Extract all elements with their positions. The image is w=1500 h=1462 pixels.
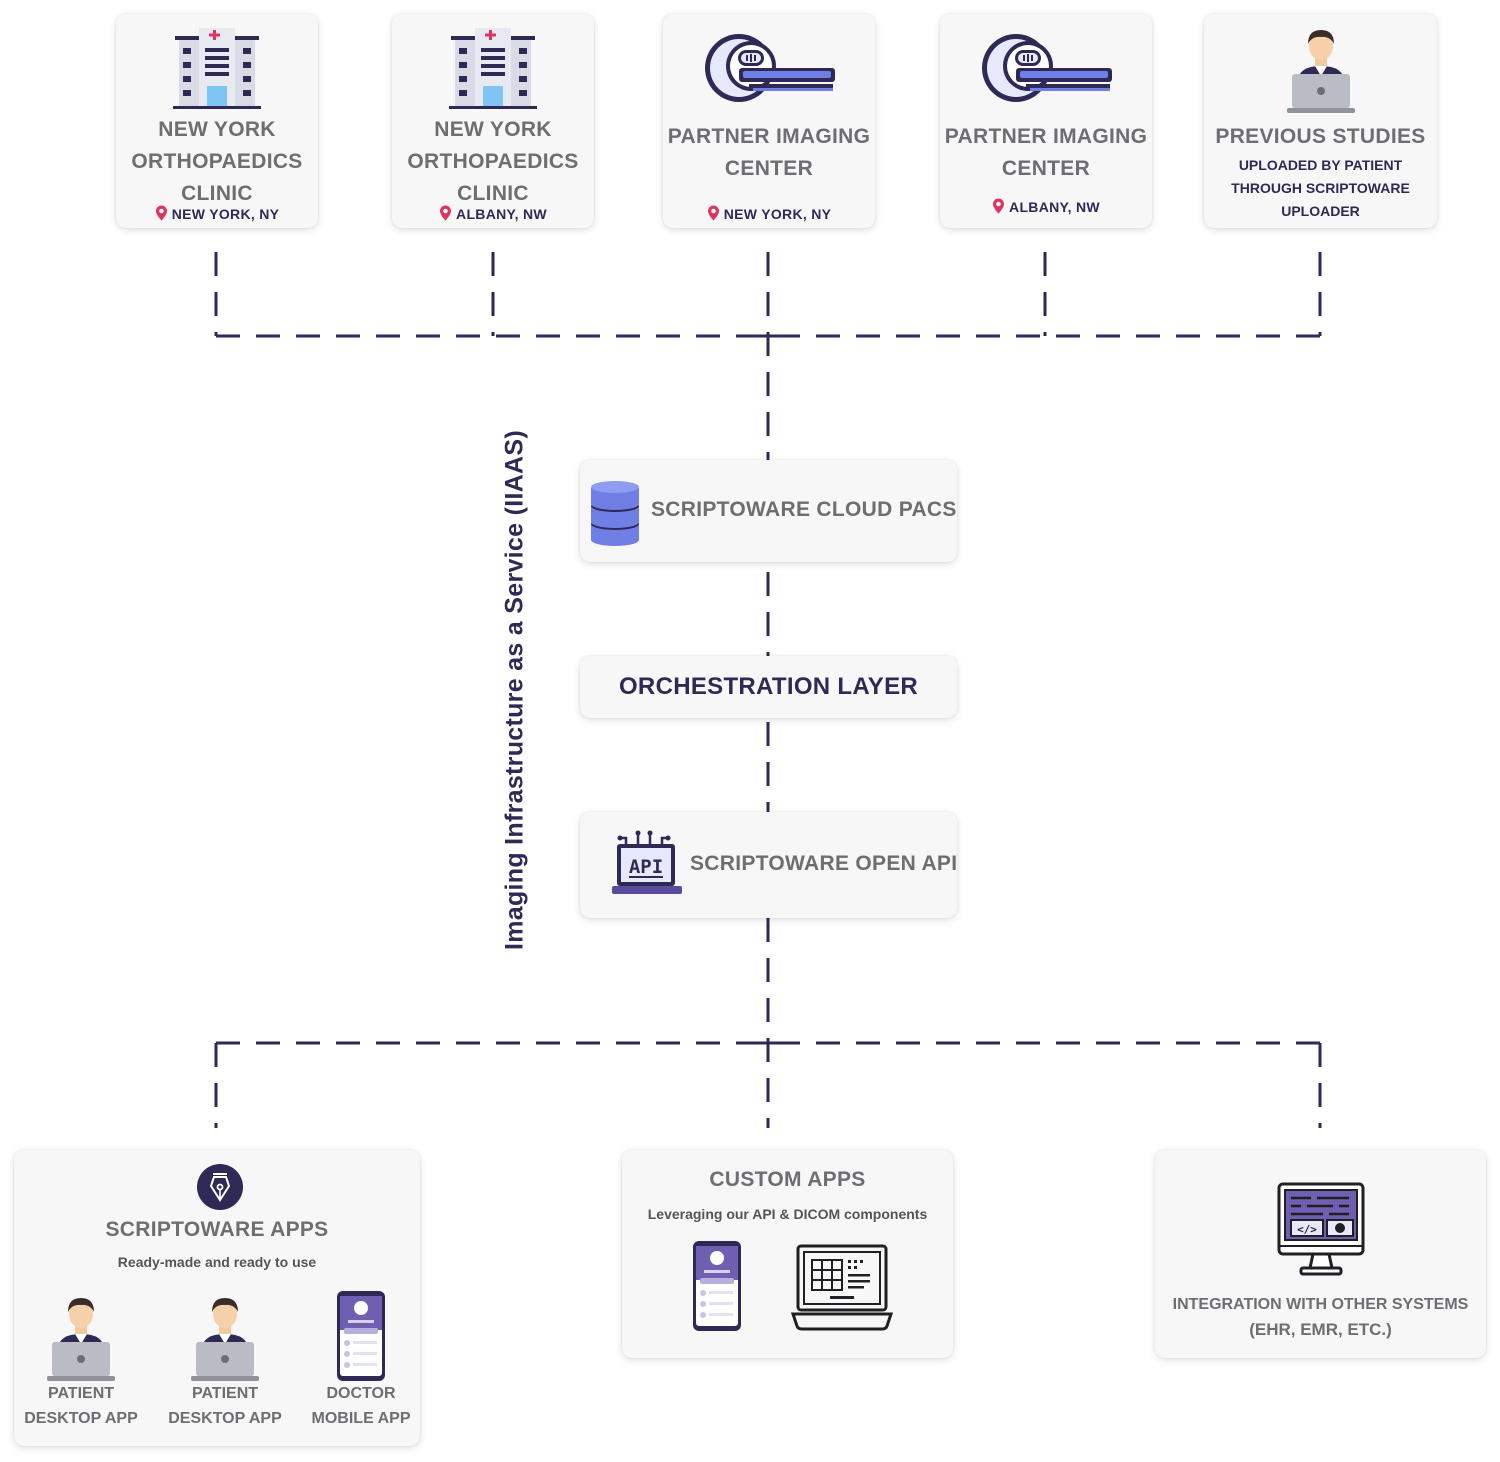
pen-nib-icon bbox=[197, 1164, 243, 1210]
source-title-line: PARTNER IMAGING bbox=[944, 125, 1148, 148]
person-laptop-icon bbox=[191, 1298, 259, 1381]
source-title-line: NEW YORK bbox=[158, 118, 276, 141]
source-location: ALBANY, NW bbox=[1009, 199, 1100, 215]
source-title-line: ORTHOPAEDICS bbox=[407, 150, 579, 173]
integration-card[interactable]: </> INTEGRATION WITH OTHER SYSTEMS (EHR,… bbox=[1155, 1150, 1486, 1358]
source-title-line: CLINIC bbox=[457, 182, 529, 205]
location-pin-icon bbox=[440, 205, 452, 221]
mobile-phone-icon bbox=[337, 1291, 385, 1381]
integration-label: INTEGRATION WITH OTHER SYSTEMS bbox=[1172, 1296, 1469, 1313]
source-card-previous-studies[interactable]: PREVIOUS STUDIES UPLOADED BY PATIENT THR… bbox=[1204, 14, 1437, 228]
hospital-icon bbox=[449, 28, 537, 109]
app-label-line: DESKTOP APP bbox=[168, 1410, 282, 1427]
database-icon bbox=[591, 481, 639, 546]
scriptoware-apps-card[interactable]: SCRIPTOWARE APPS Ready-made and ready to… bbox=[14, 1150, 420, 1446]
custom-apps-card[interactable]: CUSTOM APPS Leveraging our API & DICOM c… bbox=[622, 1150, 953, 1358]
orchestration-label: ORCHESTRATION LAYER bbox=[618, 673, 919, 700]
location-pin-icon bbox=[707, 205, 719, 221]
orchestration-layer-card[interactable]: ORCHESTRATION LAYER bbox=[580, 656, 957, 718]
integration-sublabel: (EHR, EMR, ETC.) bbox=[1249, 1320, 1392, 1339]
source-card-partner-imaging-albany[interactable]: PARTNER IMAGING CENTER ALBANY, NW bbox=[940, 14, 1152, 228]
source-title-line: ORTHOPAEDICS bbox=[131, 150, 303, 173]
source-title-line: CENTER bbox=[724, 157, 814, 180]
person-laptop-icon bbox=[47, 1298, 115, 1381]
source-title-line: CENTER bbox=[1001, 157, 1091, 180]
source-subtitle-line: THROUGH SCRIPTOWARE bbox=[1231, 180, 1410, 196]
source-card-partner-imaging-ny[interactable]: PARTNER IMAGING CENTER NEW YORK, NY bbox=[663, 14, 875, 228]
cloud-pacs-label: SCRIPTOWARE CLOUD PACS bbox=[651, 498, 957, 521]
source-card-ny-ortho[interactable]: NEW YORK ORTHOPAEDICS CLINIC NEW YORK, N… bbox=[116, 14, 318, 228]
apps-title: SCRIPTOWARE APPS bbox=[105, 1218, 329, 1241]
source-location: ALBANY, NW bbox=[456, 206, 547, 222]
app-label-line: PATIENT bbox=[191, 1385, 259, 1402]
laptop-grid-icon bbox=[790, 1244, 894, 1331]
source-title-line: CLINIC bbox=[181, 182, 253, 205]
apps-subtitle: Ready-made and ready to use bbox=[117, 1254, 317, 1270]
mobile-phone-icon bbox=[693, 1241, 741, 1331]
app-label-line: DESKTOP APP bbox=[24, 1410, 138, 1427]
api-laptop-icon: API bbox=[612, 830, 682, 894]
source-location: NEW YORK, NY bbox=[723, 206, 832, 222]
source-subtitle-line: UPLOADER bbox=[1281, 203, 1360, 219]
source-location: NEW YORK, NY bbox=[171, 206, 280, 222]
app-label-line: PATIENT bbox=[47, 1385, 115, 1402]
source-title-line: PARTNER IMAGING bbox=[667, 125, 871, 148]
person-laptop-icon bbox=[1287, 30, 1355, 113]
source-title-line: PREVIOUS STUDIES bbox=[1215, 125, 1426, 148]
svg-text:API: API bbox=[629, 856, 663, 878]
app-label-line: MOBILE APP bbox=[311, 1410, 411, 1427]
source-subtitle-line: UPLOADED BY PATIENT bbox=[1238, 157, 1403, 173]
hospital-icon bbox=[173, 28, 261, 109]
custom-apps-title: CUSTOM APPS bbox=[709, 1168, 866, 1191]
mri-scanner-icon bbox=[705, 34, 835, 102]
cloud-pacs-card[interactable]: SCRIPTOWARE CLOUD PACS bbox=[580, 460, 957, 562]
code-monitor-icon: </> bbox=[1277, 1182, 1365, 1276]
open-api-card[interactable]: API SCRIPTOWARE OPEN API bbox=[580, 812, 957, 918]
mri-scanner-icon bbox=[982, 34, 1112, 102]
source-card-albany-ortho[interactable]: NEW YORK ORTHOPAEDICS CLINIC ALBANY, NW bbox=[392, 14, 594, 228]
location-pin-icon bbox=[993, 198, 1005, 214]
iiaas-vertical-label: Imaging Infrastructure as a Service (IIA… bbox=[500, 429, 529, 951]
source-title-line: NEW YORK bbox=[434, 118, 552, 141]
open-api-label: SCRIPTOWARE OPEN API bbox=[690, 852, 958, 875]
svg-text:</>: </> bbox=[1297, 1223, 1317, 1236]
app-label-line: DOCTOR bbox=[326, 1385, 396, 1402]
location-pin-icon bbox=[155, 205, 167, 221]
custom-apps-subtitle: Leveraging our API & DICOM components bbox=[647, 1206, 928, 1222]
